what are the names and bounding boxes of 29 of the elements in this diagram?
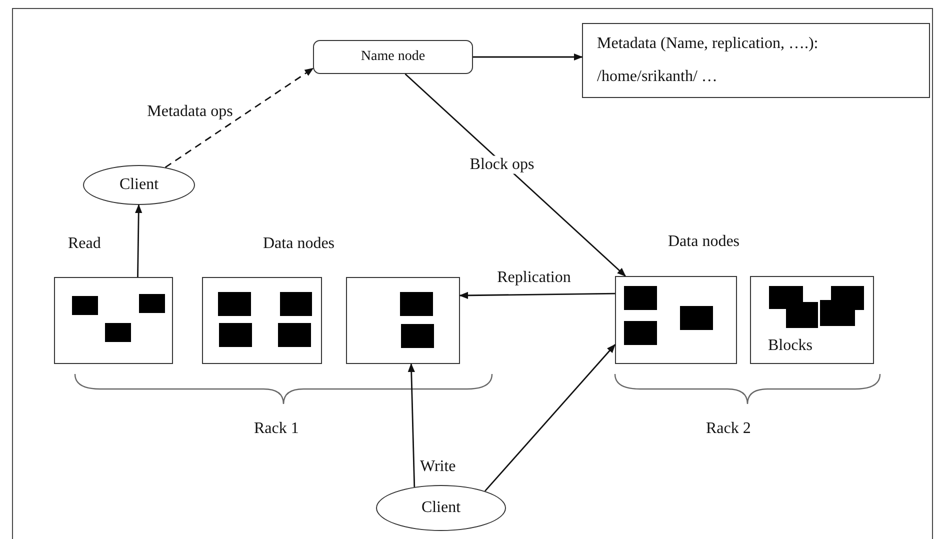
arrow xyxy=(459,292,615,299)
node-label: Name node xyxy=(360,48,426,66)
text-label: Rack 2 xyxy=(706,420,751,438)
node-label: Blocks xyxy=(768,336,812,355)
data-node-box xyxy=(54,277,173,364)
edge-label: Replication xyxy=(495,268,573,288)
metadata-box xyxy=(582,23,930,98)
arrow xyxy=(404,73,626,277)
data-node-box xyxy=(615,276,737,364)
arrow xyxy=(135,204,142,277)
data-node-box xyxy=(750,276,874,364)
node-label: Client xyxy=(421,498,461,518)
edge-label: Metadata ops xyxy=(145,102,235,122)
text-label: Data nodes xyxy=(263,235,335,254)
arrow xyxy=(473,53,583,61)
text-label: Rack 1 xyxy=(254,420,299,438)
data-node-box xyxy=(202,277,322,364)
text-label: Data nodes xyxy=(668,233,740,252)
name-node-box xyxy=(313,40,473,74)
node-label: Metadata (Name, replication, ….): xyxy=(597,35,818,54)
arrow xyxy=(484,344,616,492)
node-detail: /home/srikanth/ … xyxy=(597,68,718,86)
text-label: Write xyxy=(420,458,456,476)
node-label: Client xyxy=(119,176,159,194)
text-label: Read xyxy=(68,235,101,254)
arrow xyxy=(164,68,314,168)
arrow xyxy=(408,363,416,488)
data-node-box xyxy=(346,277,460,364)
edge-label: Block ops xyxy=(468,156,536,174)
